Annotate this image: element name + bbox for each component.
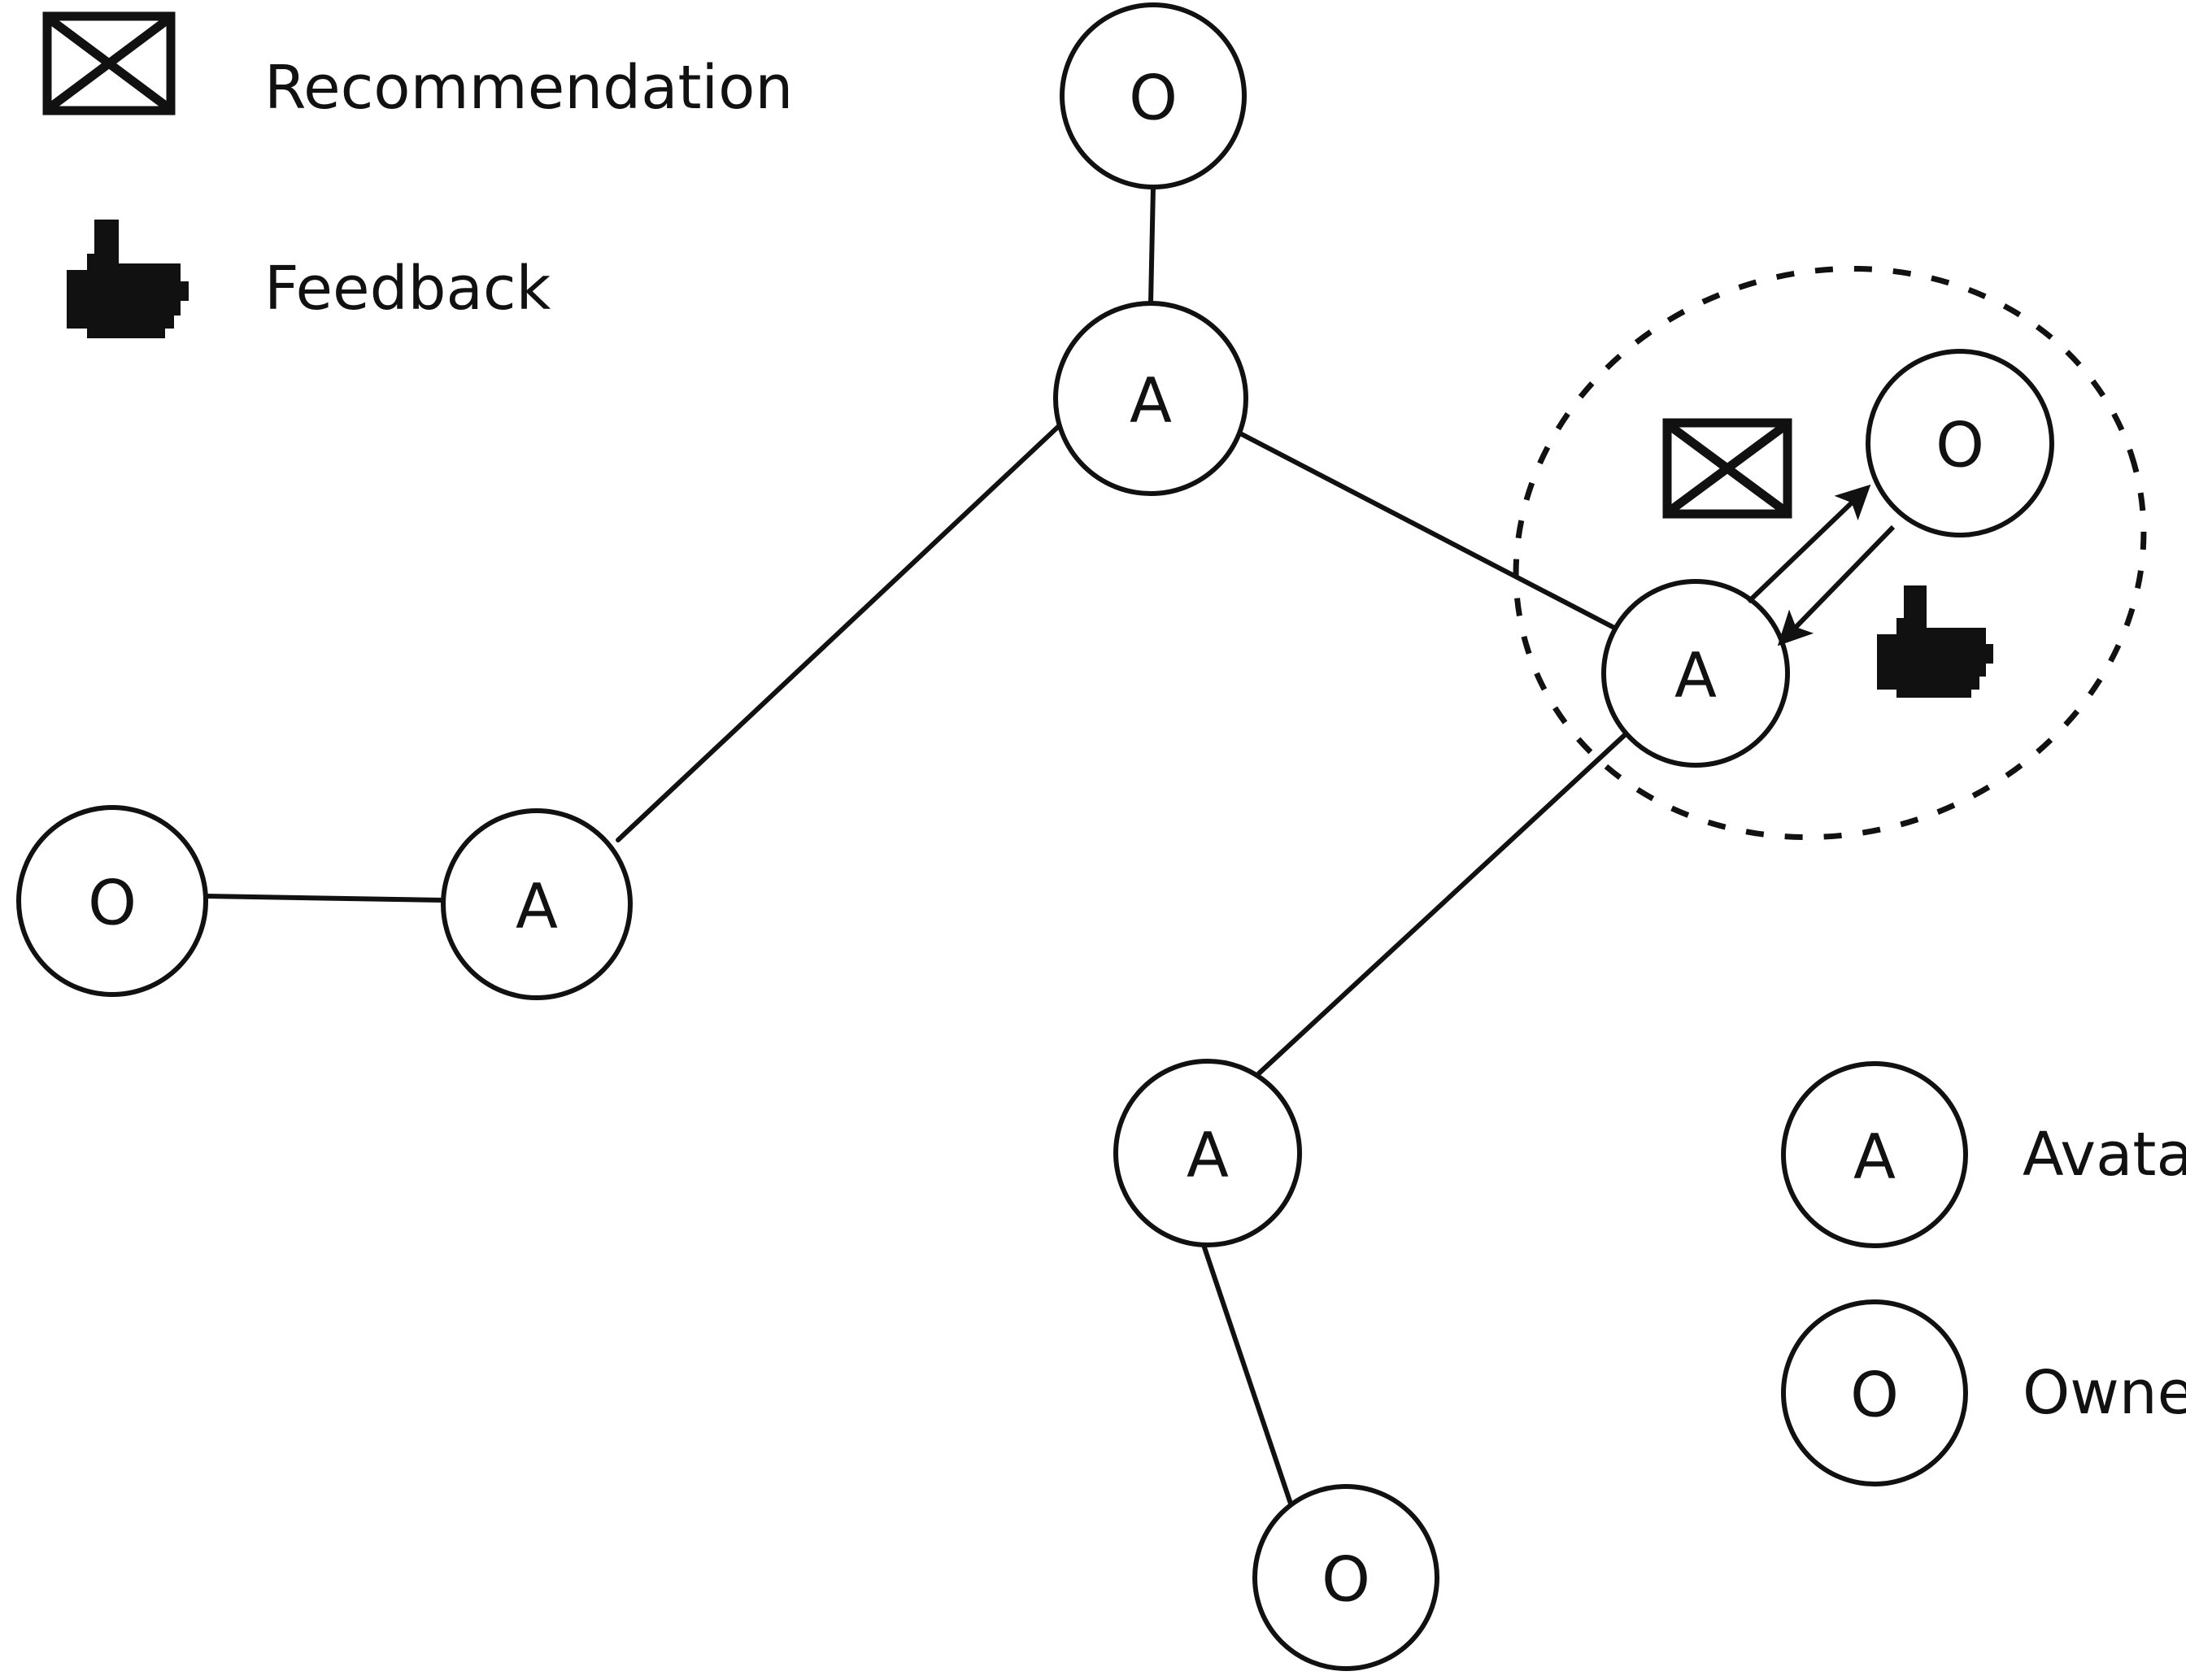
- legend-item-owner: O Owner: [1781, 1299, 2186, 1486]
- envelope-fold: [48, 58, 170, 111]
- edge-avatar-grouped-to-avatar-bottom: [1256, 729, 1631, 1076]
- recommendation-arrow-line: [1746, 484, 1871, 604]
- node-label: A: [1674, 639, 1717, 712]
- node-circle[interactable]: [441, 808, 633, 1000]
- feedback-arrow-line: [1777, 524, 1896, 646]
- circle-node-icon: A: [1781, 1061, 1968, 1248]
- node-label: A: [1130, 364, 1172, 437]
- legend-item-avatar: A Avatar: [1781, 1061, 2186, 1248]
- circle-node-icon: O: [1781, 1299, 1968, 1486]
- node-circle[interactable]: [1601, 579, 1790, 768]
- thumbs-up-icon: [1877, 585, 1993, 698]
- node-circle[interactable]: [16, 805, 208, 997]
- node-owner-grouped[interactable]: O: [1866, 349, 2054, 538]
- node-owner-bottom[interactable]: O: [1252, 1484, 1439, 1671]
- node-label: O: [1129, 62, 1178, 134]
- legend-label-owner: Owner: [2023, 1358, 2186, 1428]
- legend-owner-circle: [1781, 1299, 1968, 1486]
- node-label: O: [1936, 409, 1984, 481]
- node-label: O: [88, 867, 137, 939]
- node-avatar-bottom[interactable]: A: [1113, 1059, 1302, 1247]
- node-avatar-grouped[interactable]: A: [1601, 579, 1790, 768]
- legend-avatar-circle: [1781, 1061, 1968, 1248]
- legend-label-feedback: Feedback: [264, 254, 551, 324]
- node-avatar-left[interactable]: A: [441, 808, 633, 1000]
- node-circle[interactable]: [1252, 1484, 1439, 1671]
- legend-owner-node-label: O: [1850, 1359, 1899, 1431]
- feedback-arrow: [1777, 524, 1896, 646]
- envelope-icon: [42, 11, 176, 115]
- interaction-group-ellipse: [1513, 265, 2147, 841]
- node-circle[interactable]: [1060, 2, 1247, 189]
- legend-avatar-node-label: A: [1853, 1121, 1896, 1193]
- legend-label-avatar: Avatar: [2023, 1120, 2186, 1190]
- envelope-fold: [1668, 463, 1787, 514]
- thumb-shape: [1877, 585, 1993, 698]
- node-circle[interactable]: [1866, 349, 2054, 538]
- thumbs-up-icon: [67, 220, 189, 338]
- node-owner-top[interactable]: O: [1060, 2, 1247, 189]
- node-circle[interactable]: [1053, 301, 1248, 496]
- recommendation-arrow: [1746, 484, 1871, 604]
- legend-item-recommendation: Recommendation: [42, 11, 793, 123]
- legend-label-recommendation: Recommendation: [264, 53, 793, 123]
- envelope-icon: [1662, 418, 1792, 519]
- edge-avatar-left-to-owner-left: [203, 894, 446, 903]
- edge-avatar-center-to-avatar-left: [616, 423, 1062, 842]
- edge-avatar-bottom-to-owner-bottom: [1201, 1243, 1294, 1508]
- node-owner-left[interactable]: O: [16, 805, 208, 997]
- node-label: A: [1187, 1119, 1229, 1191]
- edge-avatar-center-to-avatar-grouped: [1238, 431, 1617, 630]
- node-avatar-center[interactable]: A: [1053, 301, 1248, 496]
- thumb-shape: [67, 220, 189, 338]
- edge-owner-top-to-avatar-center: [1148, 185, 1156, 306]
- node-label: A: [516, 870, 558, 942]
- node-label: O: [1322, 1543, 1370, 1616]
- legend-item-feedback: Feedback: [67, 220, 551, 338]
- edge-group: [203, 185, 1631, 1508]
- node-circle[interactable]: [1113, 1059, 1302, 1247]
